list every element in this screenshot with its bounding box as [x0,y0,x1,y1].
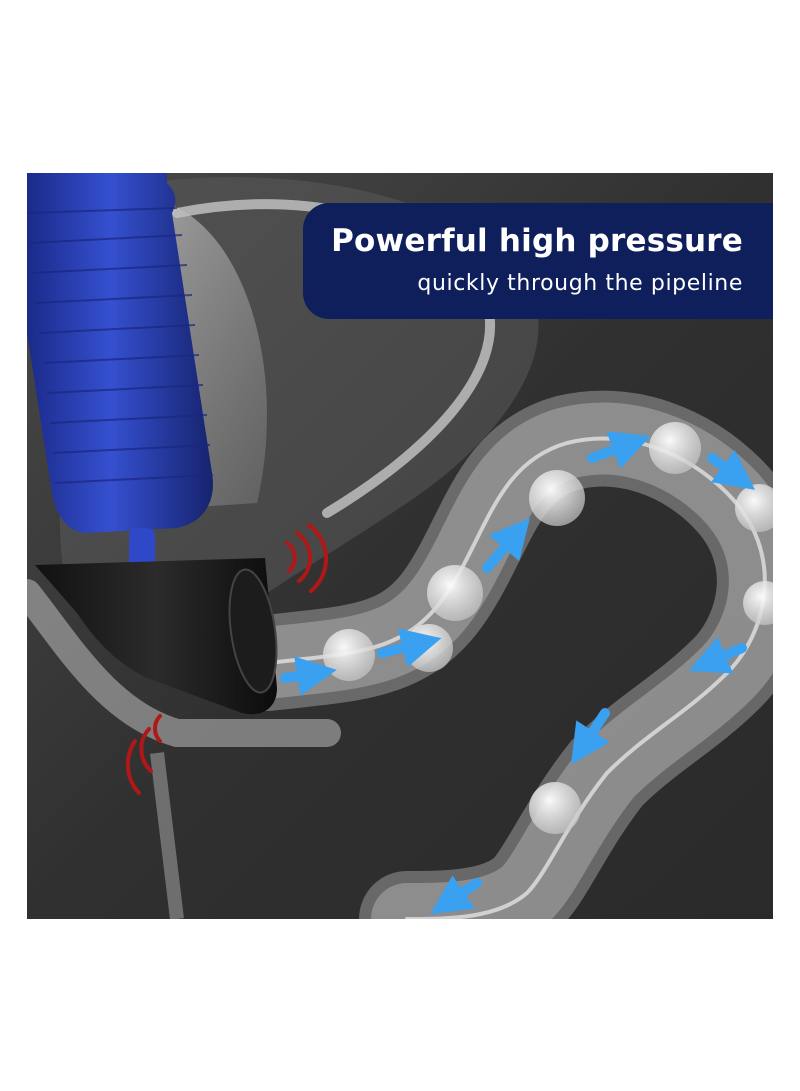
bubble [529,470,585,526]
arrow-icon [571,708,610,765]
plunger [27,173,278,715]
bubble [529,782,581,834]
arrow-icon [377,628,442,668]
bubble [323,629,375,681]
sound-wave-icon [125,714,162,795]
headline-banner: Powerful high pressure quickly through t… [303,203,773,319]
arrow-icon [430,875,482,915]
plunger-body [27,173,213,533]
flow-arrows [280,431,756,915]
plunger-nozzle [129,528,155,568]
arrow-icon [587,431,651,469]
bubble [743,581,773,625]
banner-subtitle: quickly through the pipeline [417,271,743,296]
arrow-icon [482,517,531,573]
arrow-icon [280,656,337,696]
sound-wave-icon [285,523,329,593]
plunger-cup [35,558,277,715]
product-photo: Powerful high pressure quickly through t… [27,173,773,919]
bubble [735,484,773,532]
banner-title: Powerful high pressure [331,223,743,259]
arrow-icon [707,450,756,490]
pressure-waves [125,523,329,795]
bubble [649,422,701,474]
bubble [427,565,483,621]
arrow-icon [688,636,747,674]
